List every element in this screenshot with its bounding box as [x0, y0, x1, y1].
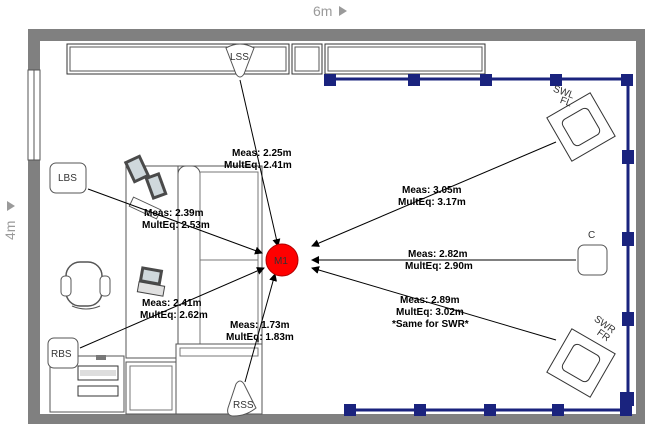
microphone-m1: M1: [265, 243, 299, 277]
measurement-lines: [79, 79, 576, 383]
acoustic-panels: [324, 74, 634, 416]
width-arrow-icon: [339, 6, 347, 16]
rbs-label: RBS: [51, 349, 72, 360]
side-cabinet: [125, 361, 177, 415]
top-cabinets: [66, 43, 486, 75]
speaker-lbs: LBS: [49, 162, 87, 194]
lss-multeq: MultEq: 2.41m: [224, 160, 292, 171]
lbs-label: LBS: [58, 173, 77, 184]
rss-meas: Meas: 1.73m: [230, 320, 290, 331]
speaker-rbs: RBS: [47, 337, 79, 369]
measurement-rss: Meas: 1.73m MultEq: 1.83m: [226, 320, 294, 343]
fr-multeq: MultEq: 3.02m: [396, 307, 464, 318]
fl-label: FL: [558, 95, 573, 109]
laptop-icon: [136, 266, 166, 297]
measurement-lss: Meas: 2.25m MultEq: 2.41m: [224, 148, 292, 171]
office-chair-icon: [60, 261, 111, 310]
rss-multeq: MultEq: 1.83m: [226, 332, 294, 343]
width-dimension: 6m: [313, 3, 347, 19]
fr-swr-note: *Same for SWR*: [392, 319, 469, 330]
measurement-fr: Meas: 2.89m MultEq: 3.02m *Same for SWR*: [392, 295, 469, 330]
lss-meas: Meas: 2.25m: [232, 148, 292, 159]
c-meas: Meas: 2.82m: [408, 249, 468, 260]
speaker-lss: LSS: [225, 43, 255, 78]
speaker-swl-fl: SWL FL: [546, 84, 616, 162]
speaker-c: C: [577, 230, 608, 276]
mic-label: M1: [274, 256, 288, 267]
lss-label: LSS: [230, 52, 249, 63]
lbs-meas: Meas: 2.39m: [144, 208, 204, 219]
rbs-meas: Meas: 2.41m: [142, 298, 202, 309]
sofa: [177, 165, 263, 355]
measurement-rbs: Meas: 2.41m MultEq: 2.62m: [140, 298, 208, 321]
measurement-fl: Meas: 3.05m MultEq: 3.17m: [398, 185, 466, 208]
width-label: 6m: [313, 3, 332, 19]
speaker-rss: RSS: [227, 380, 257, 417]
height-label: 4m: [2, 221, 18, 240]
fr-meas: Meas: 2.89m: [400, 295, 460, 306]
fl-meas: Meas: 3.05m: [402, 185, 462, 196]
rss-label: RSS: [233, 400, 254, 411]
speaker-swr-fr: SWR FR: [546, 314, 617, 398]
computer-monitors-icon: [123, 154, 168, 220]
height-arrow-icon: [7, 201, 15, 211]
c-label: C: [588, 230, 595, 241]
fl-multeq: MultEq: 3.17m: [398, 197, 466, 208]
lbs-multeq: MultEq: 2.53m: [142, 220, 210, 231]
ottoman-unit: [175, 343, 263, 415]
measurement-c: Meas: 2.82m MultEq: 2.90m: [405, 249, 473, 272]
rbs-multeq: MultEq: 2.62m: [140, 310, 208, 321]
measurement-lbs: Meas: 2.39m MultEq: 2.53m: [142, 208, 210, 231]
c-multeq: MultEq: 2.90m: [405, 261, 473, 272]
height-dimension: 4m: [2, 201, 18, 240]
